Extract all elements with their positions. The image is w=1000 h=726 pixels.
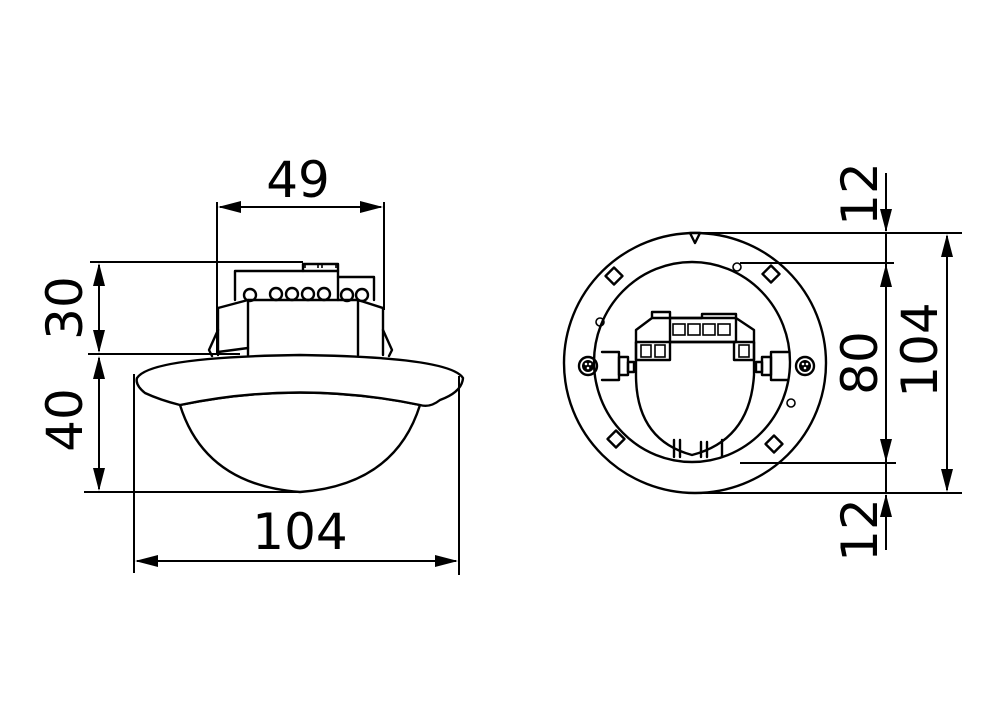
module-legs	[672, 438, 724, 459]
dim-label-overall-width: 104	[252, 503, 347, 561]
sensor-module	[634, 341, 756, 457]
side-view: 49 30 40 104	[36, 151, 465, 575]
dimension-104-width: 104	[133, 374, 460, 575]
dimension-80: 80	[831, 233, 892, 493]
dimension-12-top: 12	[831, 162, 892, 232]
dim-label-outer-diameter: 104	[891, 302, 949, 397]
dimension-30: 30	[36, 261, 303, 355]
top-view: 12 80 104 12	[562, 162, 962, 562]
mounting-slots	[604, 264, 784, 454]
orientation-marker	[688, 231, 702, 245]
dimension-12-bottom: 12	[831, 494, 892, 562]
dim-label-top-margin: 12	[831, 162, 889, 226]
clamp-right	[754, 350, 790, 382]
dim-label-lower-height: 40	[36, 388, 94, 452]
connector-block	[634, 310, 756, 362]
dimension-40: 40	[36, 356, 300, 493]
dimension-104-diameter: 104	[891, 234, 953, 492]
terminal-block	[233, 262, 376, 303]
clamp-left	[600, 350, 636, 382]
dim-label-upper-height: 30	[36, 276, 94, 340]
mounting-flange	[135, 353, 465, 408]
dim-label-inner-diameter: 80	[831, 331, 889, 395]
screw-right	[794, 355, 816, 377]
dim-label-top-width: 49	[266, 151, 330, 209]
dim-label-bottom-margin: 12	[831, 498, 889, 562]
screw-left	[577, 355, 599, 377]
dimension-49: 49	[216, 151, 385, 355]
sensor-dome	[178, 391, 422, 494]
sensor-housing	[207, 298, 394, 358]
inner-ring	[592, 260, 792, 464]
